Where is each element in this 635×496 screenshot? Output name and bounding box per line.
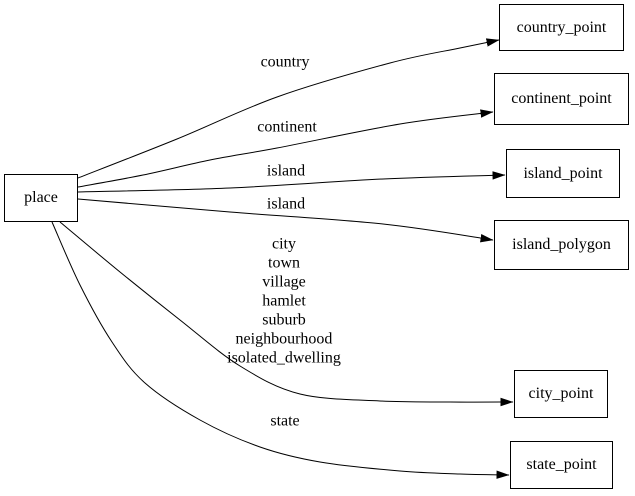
edge-place-state_point (51, 221, 510, 479)
edge-place-island_polygon (77, 198, 494, 243)
edge-label-island-point: island (266, 162, 306, 180)
node-city-point: city_point (514, 370, 608, 418)
edge-place-city_point (59, 221, 514, 407)
edge-place-island_point (77, 171, 506, 193)
node-island-point: island_point (506, 149, 620, 198)
edge-label-city-group: city town village hamlet suburb neighbou… (227, 235, 341, 367)
edge-label-state: state (270, 412, 300, 430)
edge-place-country_point (77, 38, 500, 179)
edge-label-country: country (260, 53, 310, 71)
node-state-point: state_point (510, 441, 613, 489)
edge-label-island-polygon: island (266, 195, 306, 213)
node-place: place (4, 174, 78, 222)
node-island-polygon: island_polygon (494, 220, 629, 270)
edge-label-continent: continent (257, 118, 317, 136)
node-country-point: country_point (499, 4, 624, 51)
edge-place-continent_point (77, 109, 494, 188)
node-continent-point: continent_point (494, 73, 629, 125)
